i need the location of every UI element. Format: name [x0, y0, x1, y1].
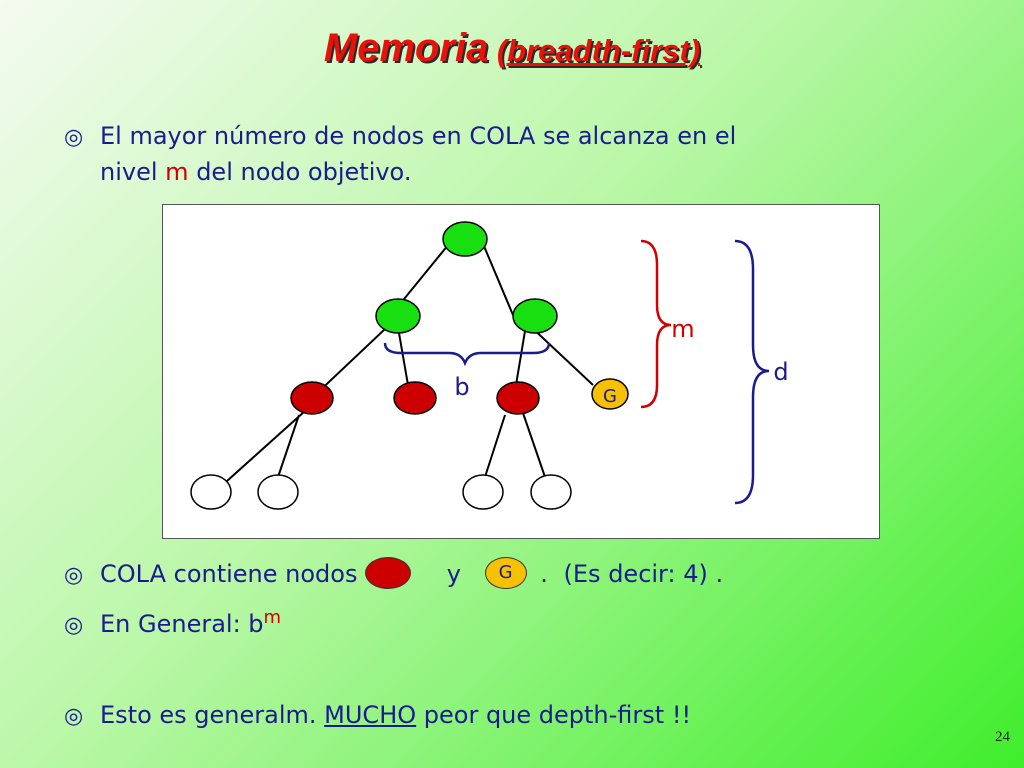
- bullet-4: ◎ Esto es generalm. MUCHO peor que depth-…: [64, 697, 691, 733]
- b-brace: [383, 342, 551, 367]
- edge-root-right: [480, 238, 514, 316]
- leaf-node-4: [530, 474, 572, 510]
- b-label: b: [454, 373, 469, 401]
- concentric-circle-bullet-icon: ◎: [64, 563, 84, 588]
- edge-right-red3: [515, 330, 526, 386]
- bullet-1-m: m: [165, 158, 189, 186]
- bullet-2-paren: (Es decir: 4): [563, 560, 708, 588]
- bullet-4-b: peor que depth-first !!: [423, 701, 692, 729]
- page-number: 24: [995, 729, 1010, 745]
- red-node-2: [393, 381, 437, 415]
- d-label: d: [773, 358, 788, 386]
- bullet-2-a: COLA contiene nodos: [100, 560, 358, 588]
- level1-left-node: [375, 298, 421, 334]
- bullet-4-mucho: MUCHO: [324, 701, 417, 729]
- bullet-3: ◎ En General: bm: [64, 604, 281, 642]
- tree-diagram-panel: b G m d: [162, 204, 880, 539]
- edge-red1-leaf1: [226, 410, 306, 482]
- bullet-2: ◎ COLA contiene nodos y G . (Es decir: 4)…: [64, 556, 723, 592]
- goal-node-label: G: [603, 386, 617, 407]
- d-brace: [734, 239, 770, 505]
- title-sub: (breadth-first): [496, 33, 701, 68]
- inline-red-node: [365, 557, 412, 589]
- leaf-node-1: [190, 474, 232, 510]
- edge-red1-leaf2: [277, 414, 300, 478]
- bullet-1-line2-a: nivel: [100, 158, 158, 186]
- root-node: [442, 221, 488, 257]
- edge-right-goal: [528, 324, 594, 386]
- bullet-1-line2-b: del nodo objetivo.: [196, 158, 412, 186]
- title-main: Memoria: [323, 26, 489, 70]
- level1-right-node: [512, 298, 558, 334]
- bullet-4-a: Esto es generalm.: [100, 701, 317, 729]
- m-brace: [640, 239, 672, 409]
- bullet-1: ◎ El mayor número de nodos en COLA se alc…: [64, 118, 736, 190]
- goal-node: [591, 378, 629, 410]
- edge-left-red2: [398, 332, 409, 386]
- m-label: m: [671, 315, 694, 343]
- bullet-1-line1: El mayor número de nodos en COLA se alca…: [100, 122, 737, 150]
- concentric-circle-bullet-icon: ◎: [64, 613, 84, 638]
- concentric-circle-bullet-icon: ◎: [64, 125, 84, 150]
- red-node-1: [290, 381, 334, 415]
- inline-goal-node: G: [484, 557, 527, 589]
- bullet-2-dot: .: [540, 560, 548, 588]
- bullet-2-y: y: [446, 560, 461, 588]
- bullet-3-sup: m: [263, 607, 282, 628]
- edge-red3-leaf3: [484, 414, 506, 478]
- bullet-3-a: En General: b: [100, 610, 264, 638]
- leaf-node-2: [257, 474, 299, 510]
- tree-diagram: b G m d: [190, 221, 789, 510]
- concentric-circle-bullet-icon: ◎: [64, 704, 84, 729]
- red-node-3: [496, 381, 540, 415]
- leaf-node-3: [462, 474, 504, 510]
- tree-edges: [226, 238, 594, 482]
- slide-title: Memoria (breadth-first): [0, 26, 1024, 71]
- edge-red3-leaf4: [522, 412, 546, 478]
- bullet-2-end: .: [715, 560, 724, 588]
